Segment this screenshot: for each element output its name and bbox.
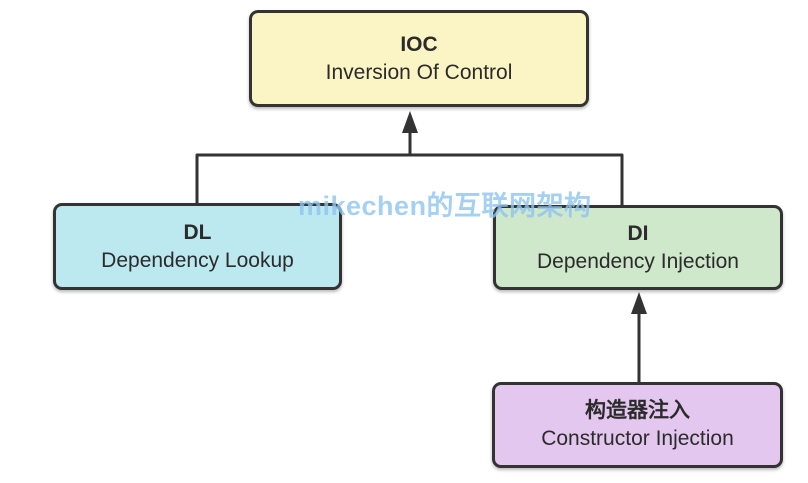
node-constructor-injection-subtitle: Constructor Injection — [541, 427, 734, 450]
node-dl-title: DL — [183, 220, 212, 244]
node-ioc-subtitle: Inversion Of Control — [325, 60, 513, 84]
arrowhead-to-ioc — [402, 111, 418, 133]
node-dl: DL Dependency Lookup — [53, 203, 342, 290]
node-dl-subtitle: Dependency Lookup — [101, 248, 294, 272]
edge-branch-dl-di — [195, 153, 624, 205]
arrowhead-to-di — [631, 292, 647, 314]
node-di-title: DI — [627, 221, 649, 245]
node-di: DI Dependency Injection — [493, 205, 783, 290]
node-constructor-injection-title: 构造器注入 — [585, 399, 690, 423]
node-ioc: IOC Inversion Of Control — [249, 10, 589, 107]
node-di-subtitle: Dependency Injection — [537, 249, 739, 273]
node-ioc-title: IOC — [400, 32, 438, 56]
node-constructor-injection: 构造器注入 Constructor Injection — [492, 382, 783, 468]
